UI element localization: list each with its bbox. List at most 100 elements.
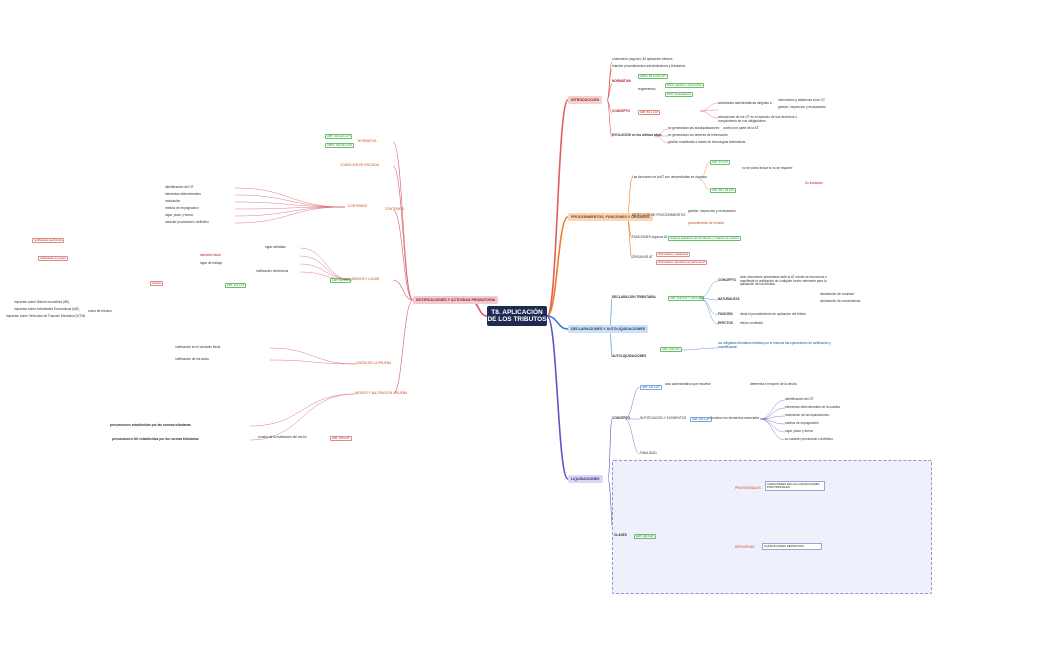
liq-el: lugar, plazo y forma xyxy=(785,429,813,433)
tag-rgr: RGR (recaudación) xyxy=(665,92,694,97)
notif-contenido-label[interactable]: CONTENIDO xyxy=(348,204,368,208)
notif-left-2: notificación en papel xyxy=(38,256,68,261)
decl-concepto[interactable]: CONCEPTO xyxy=(718,278,737,282)
notif-electronica: notificación electrónica xyxy=(256,269,289,273)
intro-normativa[interactable]: NORMATIVA xyxy=(612,79,631,83)
link-decl-item xyxy=(699,297,719,301)
intro-item: ordenación (regular): 83 aplicación trib… xyxy=(612,57,673,61)
tag-notif-art2: ARTS. 102-111 LGT xyxy=(325,143,355,148)
decl-funcion-text: inicia el procedimiento de aplicación de… xyxy=(740,312,806,316)
notif-left-3: edictos xyxy=(150,281,163,286)
link-liq-el xyxy=(759,418,786,433)
liq-finalidad[interactable]: FINALIDAD xyxy=(640,451,657,455)
link-root-decl xyxy=(546,315,569,330)
tag-decl-art: ART. 119 LGT Y 120 LGT xyxy=(668,296,704,301)
decl-naturaleza[interactable]: NATURALEZA xyxy=(718,297,740,301)
link-concepto-sub xyxy=(699,102,719,112)
decl-efectos[interactable]: EFECTOS xyxy=(718,321,733,325)
proc-item: Las funciones de la AT son desarrolladas… xyxy=(632,175,707,179)
link-intro-sub xyxy=(606,68,613,101)
presunciones-2: presunciones NO establecidas por las nor… xyxy=(112,437,199,441)
branch-declaraciones[interactable]: DECLARACIONES Y AUTOLIQUIDACIONES xyxy=(568,325,649,333)
notif-lugar-3: lugar de trabajo xyxy=(200,261,223,265)
decl-title[interactable]: DECLARACIÓN TRIBUTARIA xyxy=(612,295,656,299)
notif-carga[interactable]: CARGA DE LA PRUEBA xyxy=(356,361,392,365)
notif-medios[interactable]: MEDIOS Y LUGAR xyxy=(352,277,380,281)
fe-ibi: Impuesto sobre Bienes Inmuebles (IBI) xyxy=(14,300,70,304)
tag-auto-art: ART. 120 LGT xyxy=(660,347,682,352)
branch-procedimientos[interactable]: PROCEDIMIENTOS, FUNCIONES Y ÓRGANOS xyxy=(568,213,653,221)
tag-art98: ART. 98 y 99 LGT xyxy=(710,188,737,193)
link-liq-fin xyxy=(624,418,641,455)
link-decl-sub xyxy=(609,328,613,358)
intro-evolucion[interactable]: EVOLUCIÓN en los últimos años xyxy=(612,133,662,137)
notif-medios-valoracion[interactable]: MEDIOS Y VALORACIÓN xyxy=(355,391,393,395)
tag-liq-101: ART. 101 LGT xyxy=(640,385,662,390)
notif-normativa[interactable]: NORMATIVA xyxy=(358,139,377,143)
branch-notificaciones[interactable]: NOTIFICACIONES Y ACTIVIDAD PROBATORIA xyxy=(413,296,499,304)
liq-prov[interactable]: PROVISIONALES xyxy=(735,486,761,490)
presunciones-3: prueba de la realización del hecho xyxy=(258,435,307,439)
fe-iae: Impuesto sobre Actividades Económicas (I… xyxy=(14,307,80,311)
liq-el: motivación de las liquidaciones xyxy=(785,413,829,417)
intro-item: relación procedimientos administrativos … xyxy=(612,64,686,68)
decl-funcion[interactable]: FUNCIÓN xyxy=(718,312,733,316)
liq-notif[interactable]: NOTIFICACIÓN Y ELEMENTOS xyxy=(640,416,687,420)
liq-prov-caract: CARACTERES DE LAS LIQUIDACIONES PROVISIO… xyxy=(765,481,825,492)
proc-sub: no se podrá iniciar si no se requiere xyxy=(742,166,793,170)
presunciones-1: presunciones establecidas por las normas… xyxy=(110,423,191,427)
tag-notif-112: ART. 112 LGT xyxy=(225,283,247,288)
root-topic[interactable]: T8. APLICACIÓN DE LOS TRIBUTOS xyxy=(487,306,547,326)
decl-efectos-text: efecto confesión xyxy=(740,321,764,325)
notif-cont-item: identificación del OT xyxy=(165,185,194,189)
proc-organos[interactable]: ÓRGANOS AT xyxy=(632,255,653,259)
liq-concepto[interactable]: CONCEPTO xyxy=(612,416,631,420)
link-concepto-sub xyxy=(699,110,719,119)
link-root-intro xyxy=(546,99,569,317)
prueba-item: notificación en el domicilio fiscal xyxy=(175,345,221,349)
evolucion-sub: control por parte de la AT xyxy=(723,126,759,130)
decl-auto[interactable]: AUTOLIQUIDACIONES xyxy=(612,354,647,358)
tag-notif-art: ART. 109-112 LGT xyxy=(325,134,353,139)
tag-liq-clases: ART. 101 LGT xyxy=(634,534,656,539)
fe-cobros: cobro de tributos xyxy=(88,309,112,313)
link-cont-item xyxy=(234,206,346,210)
tag-notif-110: ART. 110 LGT xyxy=(330,278,352,283)
link-medios-item xyxy=(299,247,353,281)
notif-condicion[interactable]: CONDICIÓN DE EFICACIA xyxy=(340,163,380,167)
link-cont-item xyxy=(234,194,346,208)
concepto-sub: información y asistencia a los OT xyxy=(778,98,825,102)
link-cont-item xyxy=(234,206,346,224)
liq-contiene: Contiene los elementos esenciales xyxy=(710,416,760,420)
link-liq-def xyxy=(624,386,641,420)
decl-concepto-text: todo documento presentado ante la AT don… xyxy=(740,275,827,287)
link-proc-sub xyxy=(626,177,633,218)
link-auto xyxy=(679,347,719,351)
link-notif-sub xyxy=(392,279,414,301)
prueba-item: notificación de los actos xyxy=(175,357,209,361)
link-decl-item xyxy=(699,280,719,299)
liq-def[interactable]: DEFINITIVAS xyxy=(735,545,755,549)
fe-ivtm: Impuesto sobre Vehículos de Tracción Mec… xyxy=(6,314,86,318)
decl-nat-1: declaración de voluntad xyxy=(820,292,854,296)
link-pres-item xyxy=(249,393,356,427)
intro-concepto[interactable]: CONCEPTO xyxy=(612,109,631,113)
notif-contenido[interactable]: CONTENIDO xyxy=(385,207,405,211)
liq-clases[interactable]: CLASES xyxy=(614,533,627,537)
link-cont-item xyxy=(234,201,346,208)
tag-105: ART. 105 LGT xyxy=(330,436,352,441)
proc-articulos[interactable]: ARTÍCULOS DE PROCEDIMIENTOS xyxy=(632,213,686,217)
notif-prueba[interactable]: PRUEBA xyxy=(394,391,408,395)
notif-cont-item: elementos determinantes xyxy=(165,192,201,196)
notif-cont-item: lugar, plazo y forma xyxy=(165,213,193,217)
notif-lugar-1: lugar señalado xyxy=(265,245,286,249)
link-cont-item xyxy=(234,187,346,208)
concepto-sub: gestión, inspección y recaudación xyxy=(778,105,826,109)
branch-introduccion[interactable]: INTRODUCCIÓN xyxy=(568,96,602,104)
tag-atencion: Información / atención por parte de AT xyxy=(656,260,708,265)
branch-liquidaciones[interactable]: LIQUIDACIONES xyxy=(568,475,603,483)
link-notif-sub xyxy=(392,165,414,301)
tag-liq-102: ART. 102 LGT xyxy=(690,417,712,422)
proc-funciones[interactable]: FUNCIONES órganos AT xyxy=(632,235,668,239)
proc-revision: procedimiento de revisión xyxy=(688,221,725,225)
